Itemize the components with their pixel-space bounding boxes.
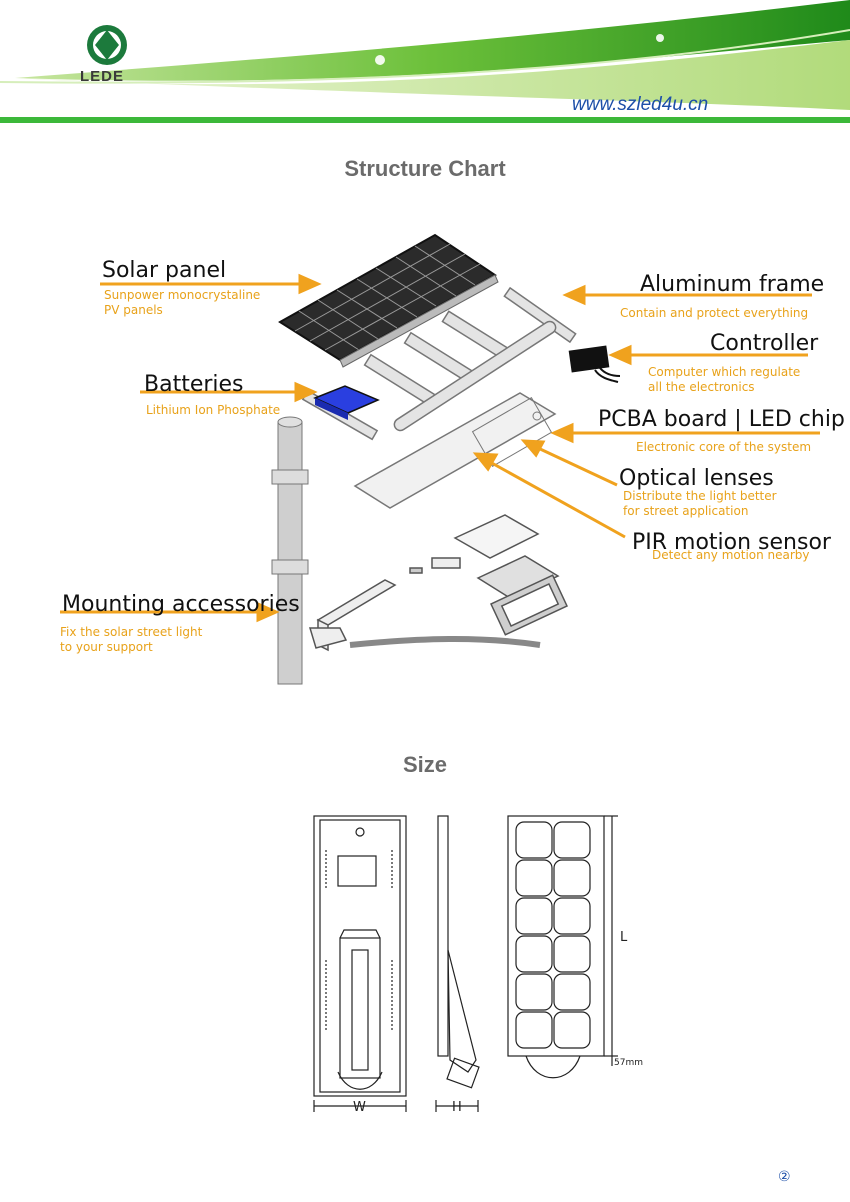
exploded-diagram [60, 233, 820, 685]
brand-logo-icon [87, 25, 127, 65]
lens-parts-illustration [409, 514, 568, 636]
batteries-label: Batteries [144, 372, 244, 397]
dim-offset-label: 57mm [614, 1058, 643, 1068]
solar-panel-illustration [278, 233, 499, 368]
batteries-desc-1: Lithium Ion Phosphate [146, 403, 281, 417]
front-view [313, 815, 407, 1112]
pir-sensor-desc-1: Detect any motion nearby [652, 548, 810, 562]
optical-lenses-label: Optical lenses [619, 466, 774, 491]
brand-logo-text: LEDE [80, 68, 125, 85]
battery-illustration [313, 385, 380, 420]
page-number: ② [778, 1169, 791, 1185]
callout-arrows [60, 273, 820, 623]
pcba-desc-1: Electronic core of the system [636, 440, 812, 454]
pcba-label: PCBA board | LED chip [598, 407, 845, 432]
base-plate-illustration [353, 392, 557, 509]
size-title: Size [402, 752, 448, 777]
dim-length-label: L [620, 930, 628, 945]
optical-lenses-desc-1: Distribute the light better [623, 489, 777, 503]
size-drawing [313, 815, 618, 1112]
structure-chart-title: Structure Chart [344, 156, 506, 181]
optical-lenses-desc-2: for street application [623, 504, 749, 518]
rear-view [507, 815, 618, 1079]
pir-sensor-label: PIR motion sensor [632, 530, 831, 555]
website-url[interactable]: www.szled4u.cn [572, 94, 709, 115]
aluminum-frame-desc-1: Contain and protect everything [620, 306, 809, 320]
mounting-bracket-illustration [308, 579, 397, 652]
header-banner [0, 0, 850, 123]
controller-illustration [568, 345, 621, 383]
mounting-desc-1: Fix the solar street light [60, 625, 203, 639]
aluminum-frame-label: Aluminum frame [640, 272, 825, 297]
controller-desc-2: all the electronics [648, 380, 755, 394]
solar-panel-desc-2: PV panels [104, 303, 163, 317]
solar-panel-desc-1: Sunpower monocrystaline [104, 288, 261, 302]
pole-illustration [271, 416, 309, 685]
solar-panel-label: Solar panel [102, 258, 227, 283]
dim-height-label: H [452, 1100, 462, 1115]
dim-width-label: W [353, 1100, 366, 1115]
arc-cover-illustration [349, 636, 541, 648]
controller-desc-1: Computer which regulate [648, 365, 801, 379]
mounting-label: Mounting accessories [62, 592, 300, 617]
mounting-desc-2: to your support [60, 640, 153, 654]
controller-label: Controller [710, 331, 819, 356]
side-view [435, 815, 480, 1112]
